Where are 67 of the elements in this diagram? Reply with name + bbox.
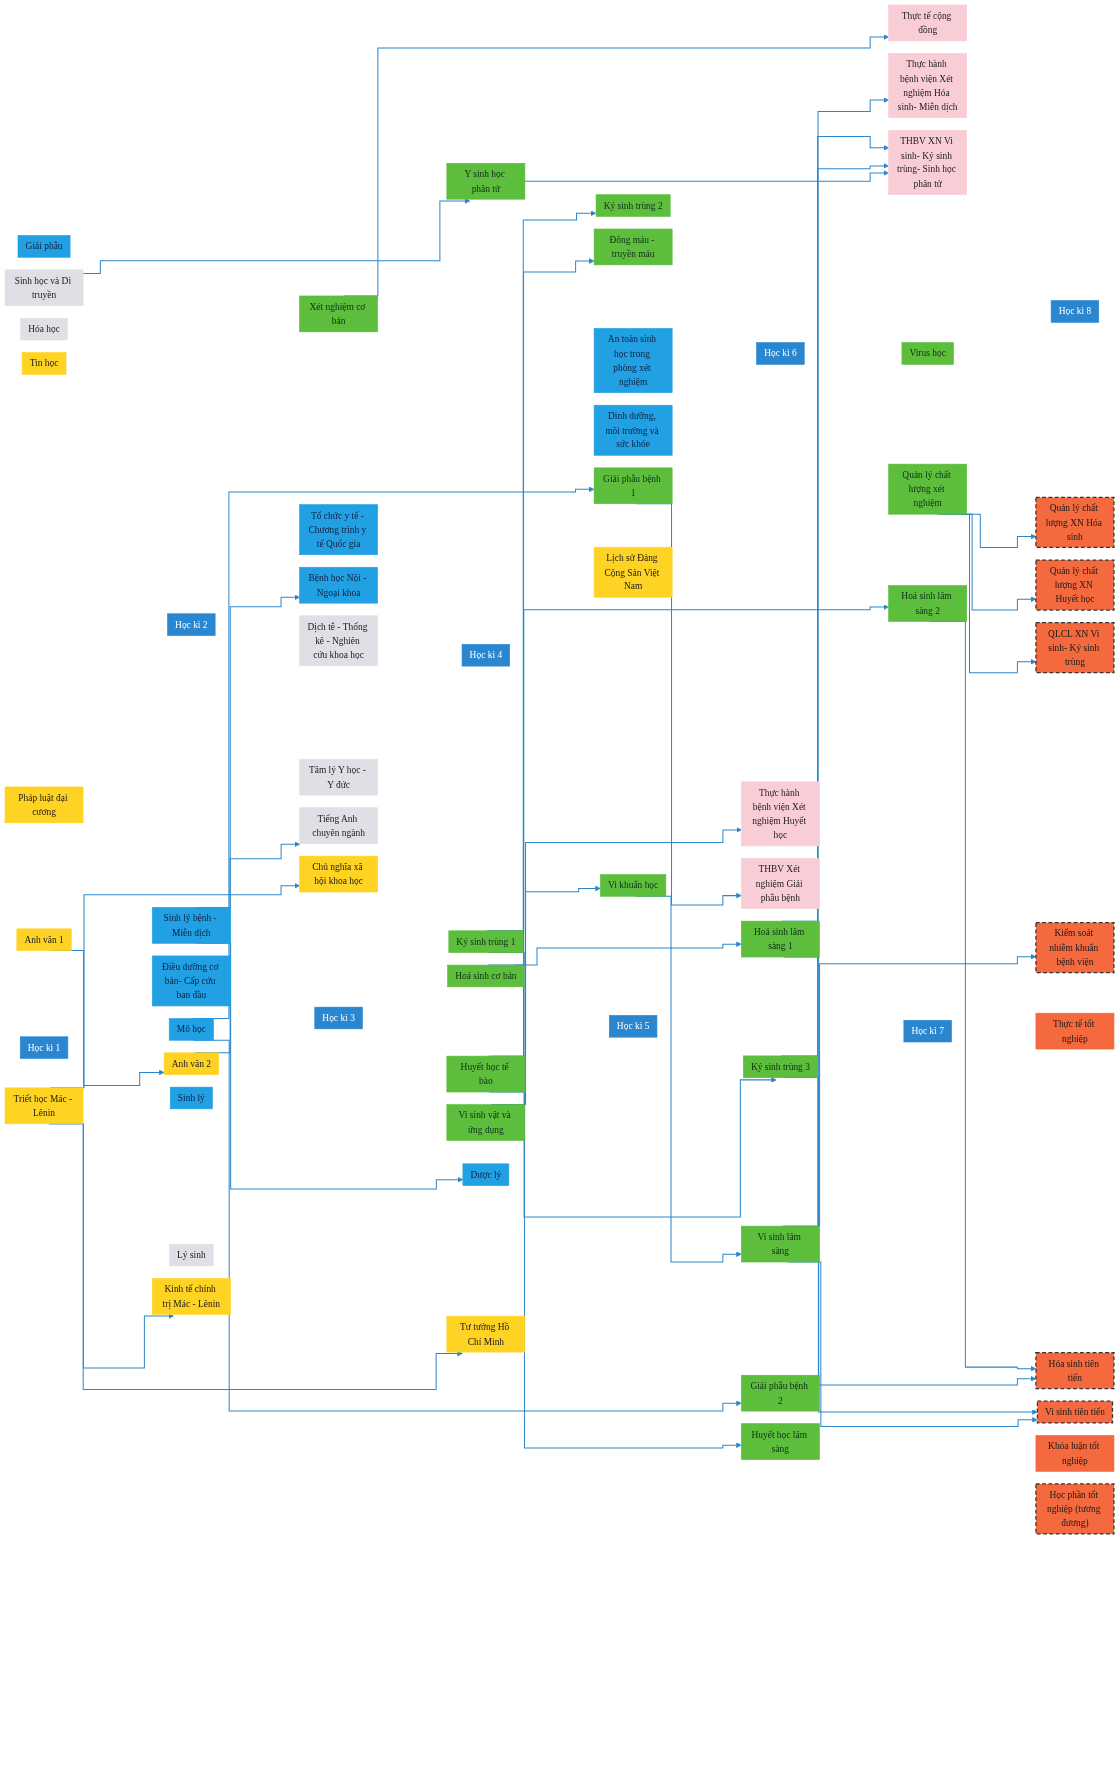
node-box: Học kì 5 [609,1015,658,1038]
node-box: Triết học Mác - Lênin [4,1087,84,1125]
node-box: Bệnh học Nội - Ngoại khoa [299,566,378,604]
node-box: Anh văn 1 [16,928,72,951]
node-box: Anh văn 2 [163,1052,219,1075]
node-box: Giải phẫu bệnh 1 [593,467,673,505]
node-box: Ký sinh trùng 1 [448,930,524,953]
node-box: Dược lý [462,1163,510,1186]
node-box: Mô học [168,1018,214,1041]
node-box: Tư tưởng Hồ Chí Minh [446,1315,526,1353]
node-box: Thực tế tốt nghiệp [1035,1012,1115,1050]
node-box: Thực hành bệnh viện Xét nghiệm Huyết học [741,781,820,847]
node-box: Giải phẫu bệnh 2 [741,1374,820,1412]
node-box: Học kì 7 [903,1019,952,1043]
node-box: Tiếng Anh chuyên ngành [299,807,378,844]
node-box: Ký sinh trùng 2 [595,194,671,217]
node-box: Hoá sinh cơ bản [447,964,525,988]
node-box: Đông máu - truyền máu [593,228,673,266]
node-box: Điều dưỡng cơ bản- Cấp cứu ban đầu [152,955,231,1007]
node-box: Vi khuẩn học [600,874,667,897]
node-box: Học kì 4 [461,644,510,667]
node-box: Kiểm soát nhiễm khuẩn bệnh viện [1035,922,1115,974]
node-box: Tổ chức y tế - Chương trình y tế Quốc gia [299,504,378,555]
node-box: Thực tế cộng đồng [888,4,967,42]
node-box: Vi sinh vật và ứng dụng [446,1104,526,1141]
node-box: Huyết học lâm sàng [741,1423,820,1460]
node-box: Tâm lý Y học - Y đức [299,758,378,796]
node-box: Quản lý chất lượng XN Huyết học [1035,559,1115,611]
node-box: Hóa học [20,318,68,341]
node-box: Giải phẫu [17,235,71,258]
node-box: Xét nghiệm cơ bản [299,295,378,333]
node-box: Học phần tốt nghiệp (tương đương) [1035,1483,1115,1535]
node-box: Lịch sử Đảng Cộng Sản Việt Nam [593,546,673,598]
node-box: Huyết học tế bào [446,1055,526,1093]
node-box: Pháp luật đại cương [4,786,84,824]
node-box: Học kì 2 [167,613,216,636]
node-box: Ký sinh trùng 3 [743,1055,818,1078]
node-box: Hóa sinh tiên tiến [1035,1352,1115,1390]
node-box: Học kì 8 [1050,300,1100,323]
node-box: Hoá sinh lâm sàng 2 [888,585,967,622]
node-box: Quản lý chất lượng XN Hóa sinh [1035,496,1115,549]
node-box: Sinh học và Di truyền [4,269,84,307]
node-box: Học kì 3 [314,1006,363,1030]
node-box: THBV Xét nghiệm Giải phẫu bệnh [741,858,820,909]
node-box: QLCL XN Vi sinh- Ký sinh trùng [1035,622,1115,674]
node-box: Sinh lý bệnh - Miễn dịch [152,907,231,944]
node-box: Thực hành bệnh viện Xét nghiệm Hóa sinh- Miễn dịch [888,53,967,118]
node-box: An toàn sinh học trong phòng xét nghiệm [593,328,673,393]
node-box: Sinh lý [169,1086,213,1110]
node-box: Lý sinh [169,1243,214,1267]
node-box: THBV XN Vi sinh- Ký sinh trùng- Sinh học phân tử [888,129,967,195]
node-box: Dịch tễ - Thống kê - Nghiên cứu khoa học [299,615,378,667]
node-box: Virus học [901,342,954,365]
node-box: Khóa luận tốt nghiệp [1035,1435,1115,1472]
node-box: Tin học [21,352,67,375]
node-box: Hoá sinh lâm sàng 1 [741,920,820,958]
arrow [524,170,889,182]
node-box: Dinh dưỡng, môi trường và sức khỏe [593,404,673,456]
node-box: Học kì 6 [756,342,805,365]
node-box: Quản lý chất lượng xét nghiệm [888,463,967,515]
node-box: Học kì 1 [19,1036,69,1059]
arrow [82,198,471,274]
node-box: Kinh tế chính trị Mác - Lênin [152,1278,231,1315]
node-box: Vi sinh tiên tiến [1036,1400,1114,1424]
node-box: Y sinh học phân tử [446,163,526,200]
node-box: Vi sinh lâm sàng [741,1225,820,1263]
node-box: Chủ nghĩa xã hội khoa học [299,855,378,893]
